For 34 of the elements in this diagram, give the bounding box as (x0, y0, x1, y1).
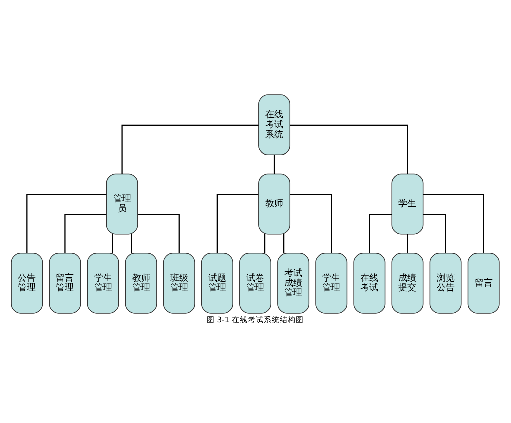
connector (274, 155, 276, 174)
node-box: 留言 (468, 252, 500, 314)
node-box: 管理员 (106, 174, 138, 235)
node-box: 在线考试 (354, 252, 386, 314)
connector (283, 234, 285, 254)
connector (264, 234, 266, 254)
connector (131, 234, 132, 254)
connector (112, 234, 114, 254)
connector (216, 194, 259, 254)
connector (64, 214, 106, 254)
connector (138, 214, 180, 254)
node-box: 试卷管理 (240, 252, 272, 314)
connector (26, 194, 107, 254)
node-box: 在线考试系统 (258, 94, 290, 156)
node-box: 学生管理 (87, 252, 120, 314)
connector (122, 124, 259, 174)
connector (369, 214, 392, 254)
caption: 图 3-1 在线考试系统结构图 (206, 316, 304, 325)
node-box: 试题管理 (201, 252, 234, 314)
node-box: 考试成绩管理 (278, 252, 310, 314)
node-box: 班级管理 (163, 252, 196, 314)
connector (423, 214, 446, 254)
node-box: 公告管理 (11, 252, 44, 314)
connector (424, 194, 484, 254)
node-box: 留言管理 (49, 252, 82, 314)
connector (290, 194, 332, 254)
connector (290, 124, 408, 174)
node-box: 学生 (392, 174, 424, 235)
node-box: 教师 (258, 174, 290, 235)
node-box: 成绩提交 (392, 252, 424, 314)
node-box: 浏览公告 (430, 252, 462, 314)
node-box: 教师管理 (125, 252, 158, 314)
node-box: 学生管理 (316, 252, 348, 314)
connector (407, 234, 408, 254)
